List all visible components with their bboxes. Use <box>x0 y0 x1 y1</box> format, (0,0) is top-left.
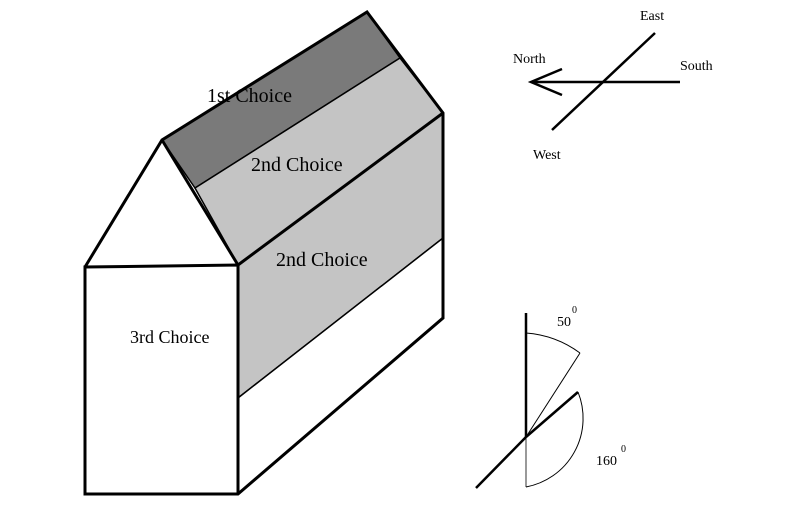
angle-diagram: 50 0 160 0 <box>475 305 626 489</box>
gable-right-edge <box>160 139 240 266</box>
angle-160-arc <box>525 391 584 488</box>
compass: East North South West <box>513 9 713 163</box>
angle-50-ray <box>525 352 581 438</box>
roof-lower-label: 2nd Choice <box>251 154 343 176</box>
compass-east-label: East <box>640 9 664 24</box>
house: 1st Choice 2nd Choice 2nd Choice 3rd Cho… <box>83 9 445 496</box>
angle-50-arc <box>525 332 581 354</box>
roof-top-label: 1st Choice <box>207 85 292 107</box>
angle-160-label: 160 <box>596 454 617 469</box>
house-outline <box>83 9 445 496</box>
gable-wall-third-choice-region <box>85 265 238 494</box>
roof-direction-line <box>525 391 579 438</box>
wall-upper-label: 2nd Choice <box>276 249 368 271</box>
gable-wall-label: 3rd Choice <box>130 327 209 347</box>
eave-edge <box>237 111 444 267</box>
angle-50-degree-mark: 0 <box>572 305 577 316</box>
compass-west-label: West <box>533 148 561 163</box>
gable-triangle <box>85 140 238 267</box>
compass-north-label: North <box>513 52 546 67</box>
angle-50-label: 50 <box>557 315 571 330</box>
diagonal-axis <box>475 436 527 489</box>
compass-south-label: South <box>680 59 713 74</box>
north-arrow-head-icon <box>527 67 563 97</box>
angle-160-degree-mark: 0 <box>621 444 626 455</box>
